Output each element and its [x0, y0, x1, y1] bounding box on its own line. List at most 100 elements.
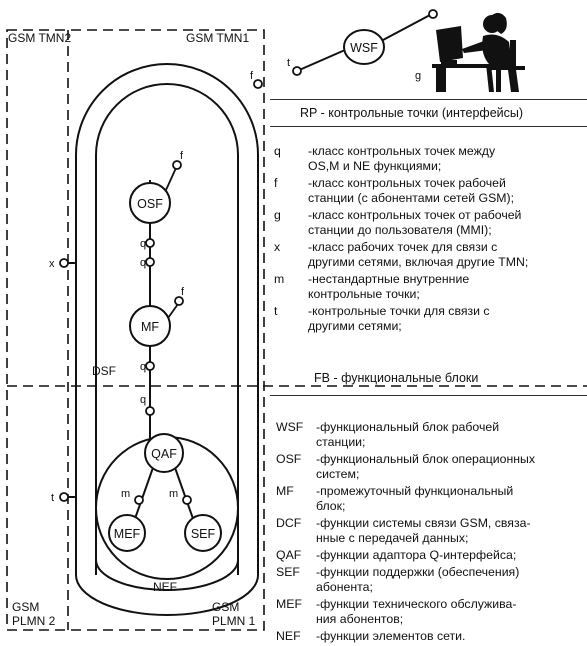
- point-x: [59, 258, 69, 268]
- rp-desc-line: -класс рабочих точек для связи с: [308, 240, 498, 254]
- tmn-loop-inner: [95, 83, 239, 575]
- label-gsm-tmn2: GSM TMN2: [8, 31, 71, 45]
- point-wsf-t: [292, 66, 302, 76]
- fb-legend-title: FB - функциональные блоки: [314, 371, 479, 385]
- fb-desc-line: -функциональный блок операционных: [316, 452, 536, 466]
- wsf-link-right: [382, 14, 431, 41]
- label-gsm-plmn2-line2: PLMN 2: [12, 614, 56, 628]
- workstation-user-image: [432, 12, 525, 92]
- fb-desc-line: станции;: [316, 435, 366, 449]
- rp-key: x: [274, 240, 281, 254]
- tmn-loop-outer: [75, 63, 259, 575]
- label-gsm-plmn2-line1: GSM: [12, 600, 39, 614]
- point-wsf-g: [428, 9, 438, 19]
- label-g-wsf: g: [415, 70, 421, 82]
- osf-node: OSF: [129, 182, 171, 224]
- label-q3: q: [140, 361, 146, 373]
- fb-desc-line: систем;: [316, 467, 360, 481]
- fb-rule: [270, 395, 587, 396]
- sef-label: SEF: [191, 527, 216, 541]
- fb-item-dcf: DCF-функции системы связи GSM, связа-нны…: [276, 516, 587, 546]
- rp-desc-line: другими сетями;: [308, 319, 402, 333]
- rp-key: q: [274, 144, 281, 158]
- point-m2: [182, 495, 192, 505]
- fb-desc-line: -промежуточный функциональный: [316, 484, 514, 498]
- label-q1: q: [140, 238, 146, 250]
- rp-key: g: [274, 208, 281, 222]
- rp-desc-line: -контрольные точки для связи с: [308, 304, 490, 318]
- rp-desc-line: -нестандартные внутренние: [308, 272, 470, 286]
- label-m1: m: [121, 488, 130, 500]
- label-dsf: DSF: [92, 364, 116, 378]
- fb-desc-line: блок;: [316, 499, 346, 513]
- rp-desc-line: OS,M и NE функциями;: [308, 159, 442, 173]
- rp-key: m: [274, 272, 285, 286]
- fb-item-qaf: QAF -функции адаптора Q-интерфейса;: [276, 548, 587, 563]
- rp-rule-bottom: [270, 126, 587, 127]
- fb-key: QAF: [276, 548, 302, 562]
- mf-node: MF: [129, 305, 171, 347]
- point-m1: [134, 495, 144, 505]
- fb-item-mef: MEF-функции технического обслужива-ния а…: [276, 597, 587, 627]
- point-t-left: [59, 492, 69, 502]
- fb-key: OSF: [276, 452, 302, 466]
- domain-frame: [6, 29, 587, 631]
- label-gsm-plmn1-line2: PLMN 1: [212, 614, 256, 628]
- fb-key: NEF: [276, 629, 301, 643]
- wsf-node: WSF: [343, 29, 385, 65]
- point-q4: [145, 406, 155, 416]
- point-q1: [145, 238, 155, 248]
- rp-key: t: [274, 304, 278, 318]
- tmn-boundary: [6, 29, 265, 631]
- label-q4: q: [140, 394, 146, 406]
- rp-desc-line: станции до пользователя (MMI);: [308, 223, 492, 237]
- mef-node: MEF: [108, 514, 146, 552]
- f-mf-stub: [167, 303, 179, 319]
- label-nef: NEF: [153, 580, 177, 594]
- rp-desc-line: другими сетями, включая другие TMN;: [308, 255, 529, 269]
- point-f-osf: [172, 160, 182, 170]
- label-t-left: t: [51, 492, 54, 504]
- mef-label: MEF: [114, 527, 141, 541]
- rp-key: f: [274, 176, 278, 190]
- wsf-label: WSF: [350, 41, 378, 55]
- rp-legend-title: RP - контрольные точки (интерфейсы): [300, 106, 524, 120]
- fb-item-sef: SEF -функции поддержки (обеспечения)абоне…: [276, 565, 587, 595]
- qaf-node: QAF: [144, 433, 184, 473]
- loop-bottom-arc: [75, 574, 259, 616]
- rp-desc-line: -класс контрольных точек рабочей: [308, 176, 506, 190]
- fb-desc-line: -функции системы связи GSM, связа-: [316, 516, 531, 530]
- label-f-top: f: [250, 70, 254, 82]
- fb-key: DCF: [276, 516, 302, 530]
- fb-desc-line: абонента;: [316, 580, 373, 594]
- fb-key: MF: [276, 484, 294, 498]
- point-f-mf: [174, 296, 184, 306]
- fb-desc-line: -функции технического обслужива-: [316, 597, 517, 611]
- label-t-wsf: t: [287, 57, 290, 69]
- wsf-link-left: [296, 49, 346, 72]
- label-q2: q: [140, 257, 146, 269]
- rp-rule-top: [270, 99, 587, 100]
- fb-key: SEF: [276, 565, 300, 579]
- fb-key: MEF: [276, 597, 302, 611]
- label-f-osf: f: [180, 150, 184, 162]
- label-f-mf: f: [181, 286, 185, 298]
- fb-desc-line: -функции элементов сети.: [316, 629, 466, 643]
- point-q2: [145, 257, 155, 267]
- qaf-label: QAF: [151, 447, 177, 461]
- point-q3: [145, 361, 155, 371]
- label-m2: m: [169, 488, 178, 500]
- fb-desc-line: -функции адаптора Q-интерфейса;: [316, 548, 517, 562]
- fb-desc-line: -функции поддержки (обеспечения): [316, 565, 520, 579]
